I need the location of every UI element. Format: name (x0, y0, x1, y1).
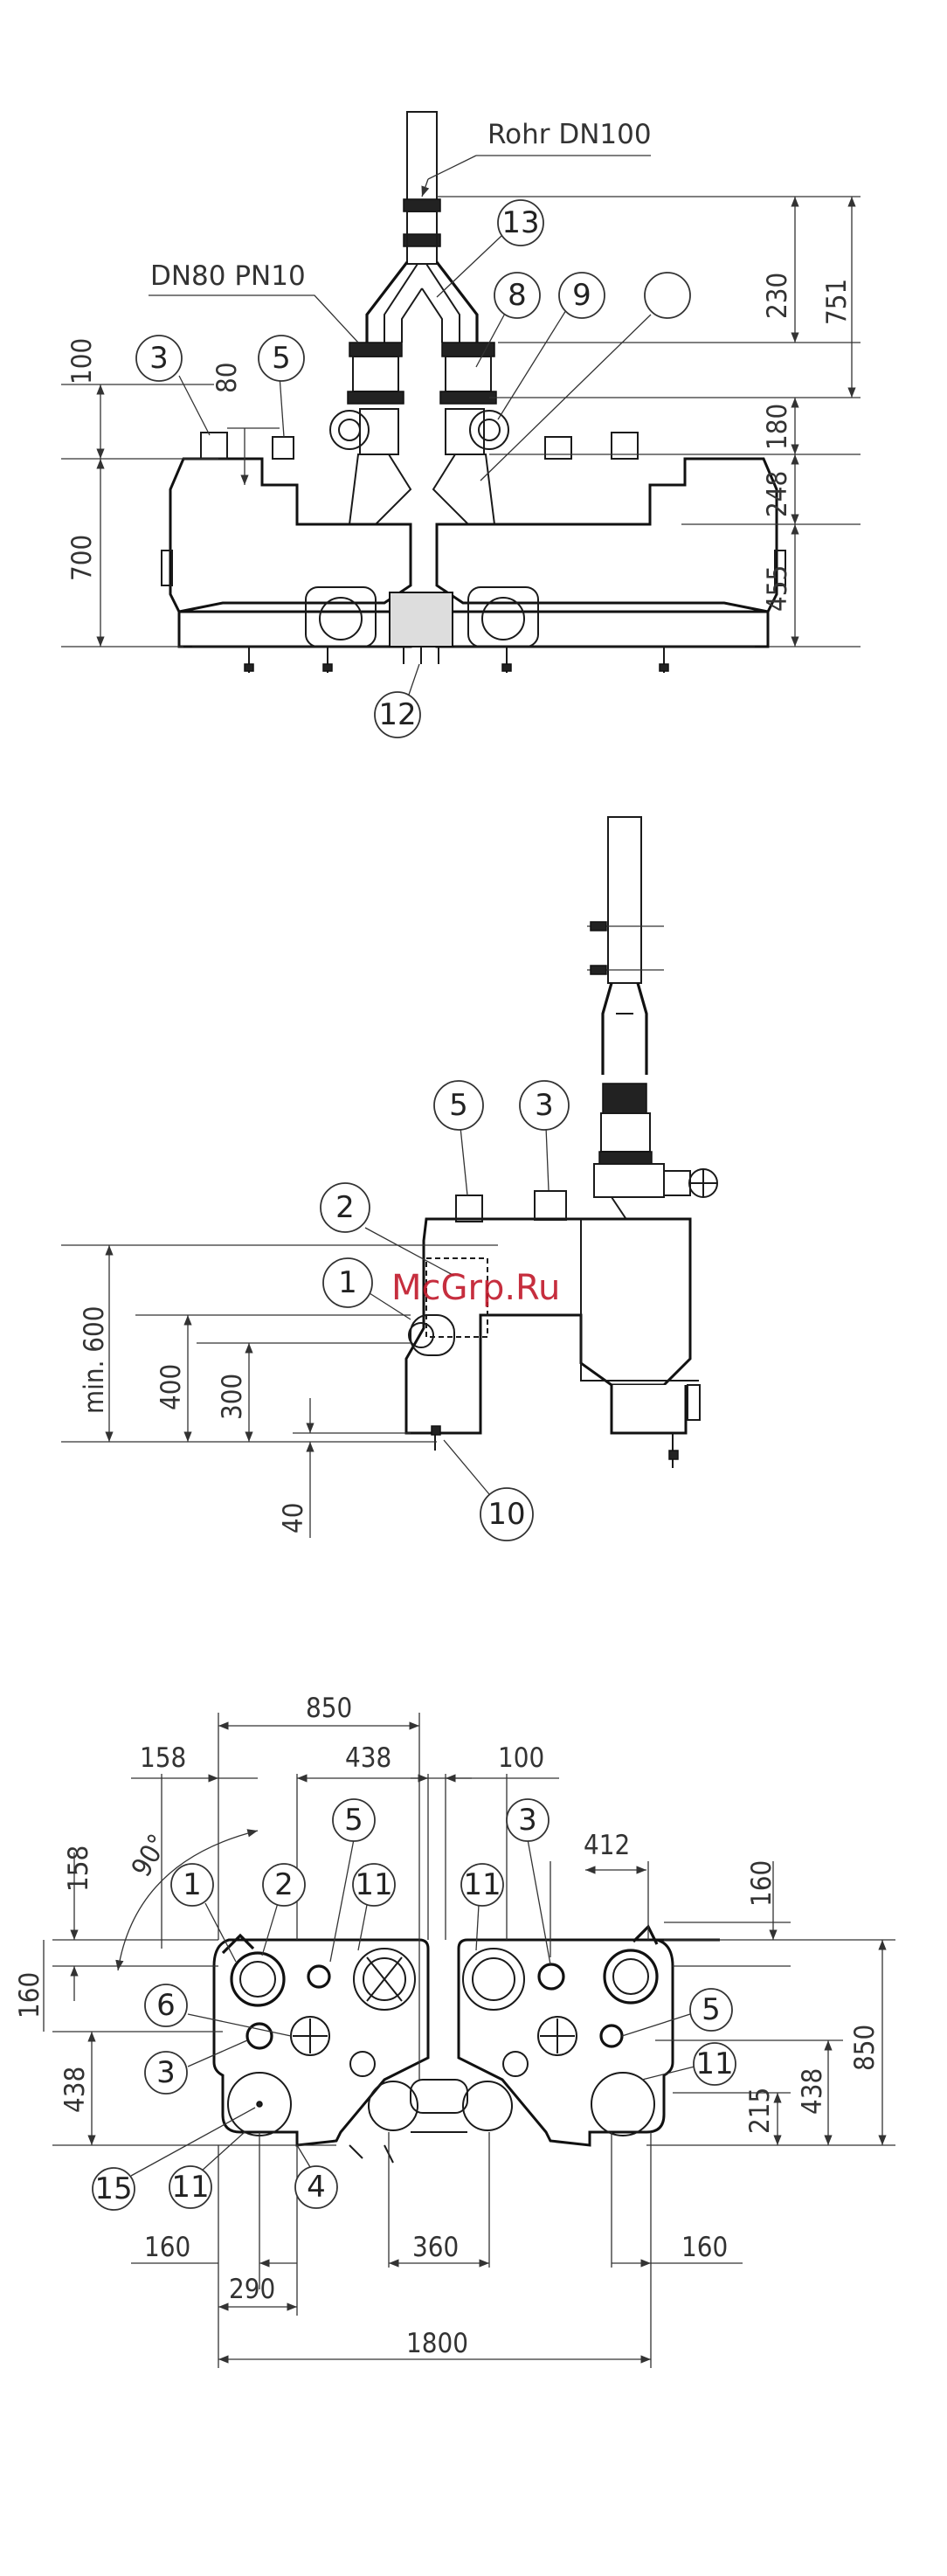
side-flange-top (603, 1084, 646, 1113)
dim-158-top: 158 (140, 1742, 186, 1774)
svg-text:15: 15 (94, 2171, 132, 2206)
discharge-pipe (407, 112, 437, 208)
inlet-3-left (201, 433, 227, 459)
flange-right-top (442, 343, 494, 357)
svg-text:5: 5 (449, 1088, 468, 1123)
pipe-clamp-lower (404, 234, 440, 246)
dim-230: 230 (762, 273, 793, 319)
watermark: McGrp.Ru (391, 1268, 560, 1308)
svg-text:3: 3 (535, 1088, 554, 1123)
dim-180: 180 (762, 404, 793, 450)
dim-100: 100 (66, 338, 98, 384)
dim-290: 290 (229, 2274, 275, 2305)
dim-160-bottom-right: 160 (681, 2232, 728, 2263)
svg-text:5: 5 (272, 341, 291, 376)
top-tank-left (214, 1940, 428, 2145)
dim-412: 412 (584, 1830, 630, 1861)
svg-text:10: 10 (487, 1497, 525, 1532)
front-view: 100 80 700 230 751 180 248 455 Rohr DN10… (61, 112, 861, 737)
top-center-coupling (411, 2080, 467, 2113)
dim-80: 80 (211, 363, 243, 393)
valve-wheel-left (330, 411, 369, 449)
inlet-right-b (545, 437, 571, 459)
svg-text:6: 6 (156, 1988, 176, 2023)
top-tank-right (459, 1940, 720, 2145)
svg-text:1: 1 (183, 1867, 202, 1902)
dim-40: 40 (278, 1503, 309, 1534)
svg-text:1: 1 (338, 1265, 357, 1300)
dim-455: 455 (762, 565, 793, 612)
dim-751: 751 (821, 279, 853, 325)
elbow-right (433, 454, 494, 524)
svg-text:5: 5 (344, 1803, 363, 1838)
dim-160-right: 160 (746, 1860, 778, 1907)
dim-215: 215 (744, 2088, 776, 2134)
side-valve-body (594, 1164, 664, 1197)
side-inlet-3 (535, 1191, 566, 1220)
svg-text:3: 3 (518, 1803, 537, 1838)
pipe-label: Rohr DN100 (487, 119, 652, 150)
dim-438-right: 438 (797, 2068, 828, 2115)
svg-text:13: 13 (501, 205, 539, 240)
dim-400: 400 (156, 1364, 187, 1410)
svg-text:11: 11 (171, 2170, 209, 2205)
dim-1800: 1800 (406, 2328, 468, 2359)
dim-850-top: 850 (306, 1693, 352, 1724)
svg-text:8: 8 (508, 278, 527, 313)
vent-5-left (273, 437, 294, 459)
svg-text:9: 9 (572, 278, 591, 313)
side-pipe (608, 817, 641, 983)
dim-850-right: 850 (849, 2025, 881, 2071)
svg-text:2: 2 (335, 1190, 355, 1225)
svg-text:11: 11 (695, 2046, 733, 2081)
top-view: 850 158 438 100 158 90° 412 160 160 438 … (14, 1693, 895, 2368)
connection-box-12 (390, 592, 453, 647)
dim-300: 300 (217, 1374, 248, 1420)
dim-438-left: 438 (59, 2067, 91, 2113)
dim-min600: min. 600 (79, 1305, 110, 1414)
dim-360: 360 (412, 2232, 459, 2263)
dim-160-bottom-left: 160 (144, 2232, 190, 2263)
dim-90deg: 90° (126, 1829, 175, 1882)
dim-438-top: 438 (345, 1742, 391, 1774)
flange-label: DN80 PN10 (150, 260, 306, 292)
svg-text:12: 12 (378, 697, 416, 732)
valve-wheel-right (470, 411, 508, 449)
side-view: min. 600 400 300 40 5 3 2 1 10 McGrp.Ru (61, 817, 717, 1541)
tank-left (170, 459, 411, 612)
svg-text:3: 3 (156, 2055, 176, 2090)
svg-text:11: 11 (355, 1867, 392, 1902)
tank-right (437, 459, 777, 612)
dim-248: 248 (762, 471, 793, 517)
callout-empty (645, 273, 690, 318)
elbow-left (349, 454, 411, 524)
flange-left-top (349, 343, 402, 357)
svg-text:4: 4 (307, 2170, 326, 2205)
dim-700: 700 (66, 535, 98, 581)
svg-text:2: 2 (274, 1867, 294, 1902)
dim-160-left: 160 (14, 1972, 45, 2019)
svg-text:11: 11 (463, 1867, 501, 1902)
svg-text:5: 5 (702, 1992, 721, 2027)
pipe-clamp-upper (404, 199, 440, 211)
dim-158-left: 158 (63, 1845, 94, 1892)
dim-100-top: 100 (498, 1742, 544, 1774)
svg-text:3: 3 (149, 341, 169, 376)
